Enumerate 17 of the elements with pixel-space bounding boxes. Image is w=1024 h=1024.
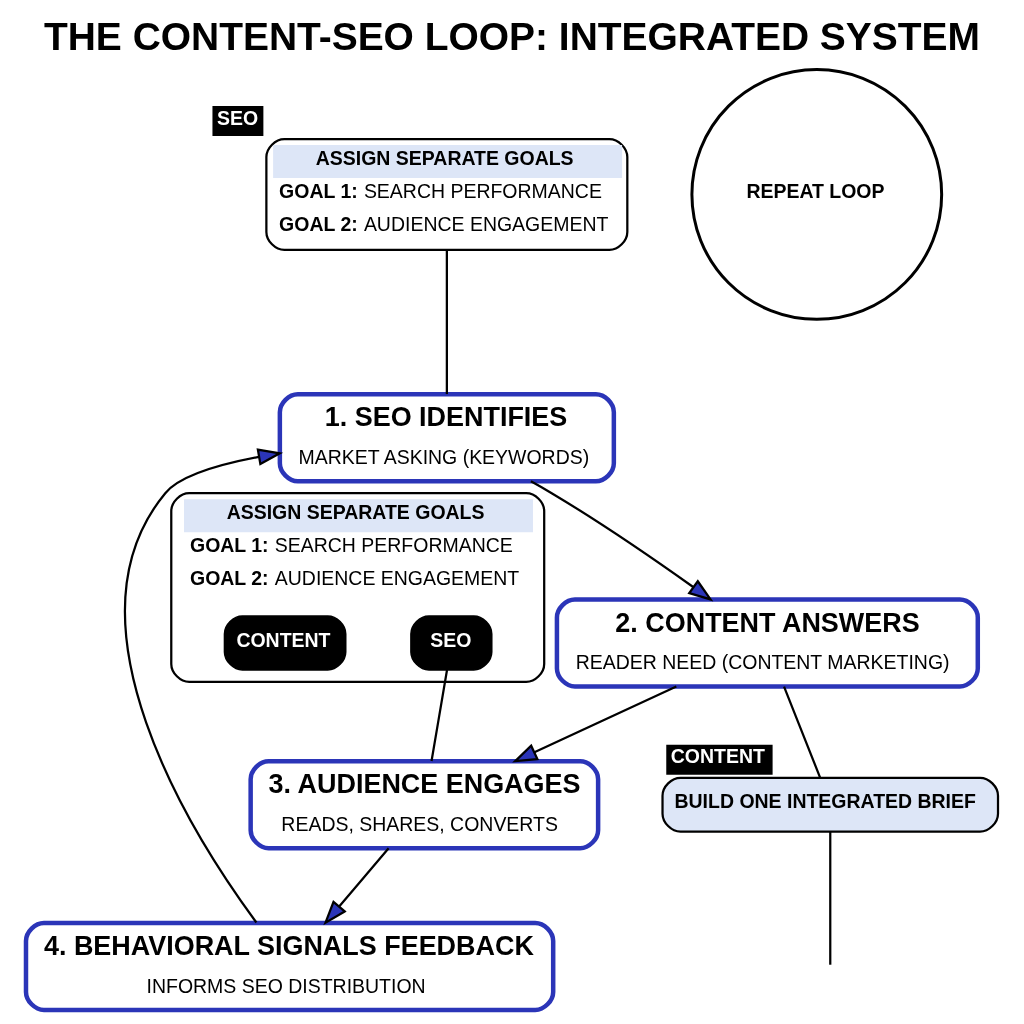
connector [430,669,449,762]
node-circle: REPEAT LOOP [690,68,944,321]
arrow [323,847,390,926]
node-box: 3. AUDIENCE ENGAGES READS, SHARES, CONVERTS [248,759,601,851]
node-box: 1. SEO IDENTIFIES MARKET ASKING (KEYWORDS) [277,392,617,484]
node-box: CONTENT [223,615,347,671]
node-box: 4. BEHAVIORAL SIGNALS FEEDBACK INFORMS SEO DISTRIBUTION [23,920,556,1013]
arrow [512,685,677,763]
connector [829,831,832,965]
node-label: CONTENT [670,745,765,768]
node-box: 2. CONTENT ANSWERS READER NEED (CONTENT MARKETING) [554,597,981,689]
connector [445,249,448,395]
arrow [124,448,284,924]
node-box: SEO [410,615,493,671]
node-label: SEO [216,106,259,129]
connector [783,686,822,778]
diagram-title: THE CONTENT-SEO LOOP: INTEGRATED SYSTEM [43,14,980,58]
